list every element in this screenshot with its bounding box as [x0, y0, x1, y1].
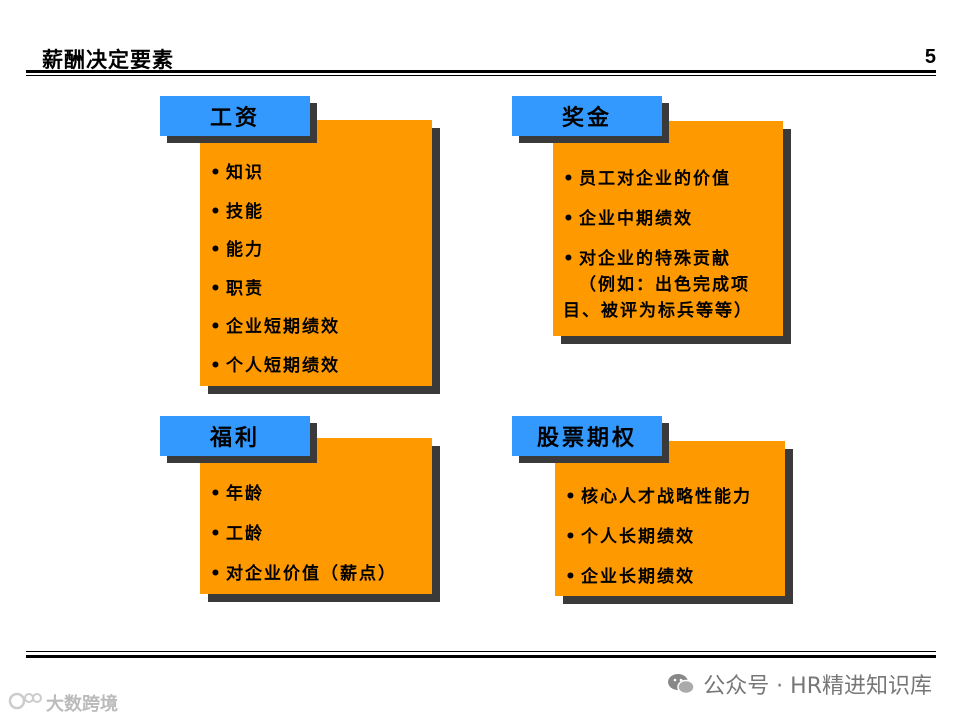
benefits-card: •年龄 •工龄 •对企业价值（薪点）: [200, 438, 432, 594]
list-item-continuation: 目、被评为标兵等等）: [563, 301, 753, 321]
list-item: •员工对企业的价值: [563, 169, 783, 189]
bonus-list: •员工对企业的价值 •企业中期绩效 •对企业的特殊贡献 （例如：出色完成项 目、…: [553, 121, 783, 321]
list-item-text: 工龄: [226, 524, 264, 544]
brand-watermark: 大数跨境: [8, 690, 118, 716]
list-item: •个人长期绩效: [565, 527, 785, 547]
list-item-text: 能力: [226, 240, 264, 260]
wages-list: •知识 •技能 •能力 •职责 •企业短期绩效 •个人短期绩效: [200, 120, 432, 376]
list-item: •能力: [210, 240, 432, 260]
list-item: •个人短期绩效: [210, 356, 432, 376]
list-item-text: 核心人才战略性能力: [581, 487, 752, 507]
top-rule-thick: [26, 70, 936, 73]
list-item: •知识: [210, 163, 432, 183]
bullet-icon: •: [210, 278, 223, 299]
list-item-text: 职责: [226, 278, 264, 299]
stock-options-list: •核心人才战略性能力 •个人长期绩效 •企业长期绩效: [555, 441, 785, 587]
top-rule-thin: [26, 75, 936, 76]
bottom-rule-thick: [26, 655, 936, 658]
wechat-watermark-text: 公众号 · HR精进知识库: [703, 674, 932, 699]
list-item-text: 知识: [226, 163, 264, 183]
bullet-icon: •: [210, 524, 223, 544]
stock-options-card: •核心人才战略性能力 •个人长期绩效 •企业长期绩效: [555, 441, 785, 596]
bullet-icon: •: [210, 317, 223, 337]
list-item: •工龄: [210, 524, 432, 544]
bullet-icon: •: [210, 163, 223, 183]
brand-logo-icon: [8, 691, 42, 716]
list-item-text: 对企业价值（薪点）: [226, 564, 397, 584]
bottom-rule-thin: [26, 651, 936, 652]
list-item-text: 企业长期绩效: [581, 567, 695, 587]
list-item: •企业短期绩效: [210, 317, 432, 337]
benefits-list: •年龄 •工龄 •对企业价值（薪点）: [200, 438, 432, 584]
benefits-label: 福利: [160, 416, 310, 456]
bullet-icon: •: [210, 564, 223, 584]
list-item: •对企业价值（薪点）: [210, 564, 432, 584]
bullet-icon: •: [563, 249, 576, 269]
list-item: •职责: [210, 279, 432, 299]
list-item: •年龄: [210, 484, 432, 504]
wages-label: 工资: [160, 96, 310, 136]
bullet-icon: •: [563, 169, 576, 189]
bullet-icon: •: [563, 209, 576, 229]
list-item-continuation: （例如：出色完成项: [579, 275, 750, 295]
bonus-card: •员工对企业的价值 •企业中期绩效 •对企业的特殊贡献 （例如：出色完成项 目、…: [553, 121, 783, 336]
wechat-watermark: 公众号 · HR精进知识库: [667, 668, 932, 700]
bullet-icon: •: [210, 484, 223, 504]
wechat-icon: [667, 672, 695, 696]
brand-watermark-text: 大数跨境: [46, 694, 118, 715]
list-item-text: 个人短期绩效: [226, 355, 340, 376]
list-item-text: 企业短期绩效: [226, 317, 340, 337]
page-number: 5: [924, 46, 936, 68]
bullet-icon: •: [565, 487, 578, 507]
bullet-icon: •: [210, 355, 223, 376]
list-item: •核心人才战略性能力: [565, 487, 785, 507]
list-item: •企业长期绩效: [565, 567, 785, 587]
list-item-text: 年龄: [226, 484, 264, 504]
page-title: 薪酬决定要素: [42, 48, 174, 72]
bullet-icon: •: [565, 567, 578, 587]
list-item: •企业中期绩效: [563, 209, 783, 229]
bullet-icon: •: [565, 527, 578, 547]
wages-card: •知识 •技能 •能力 •职责 •企业短期绩效 •个人短期绩效: [200, 120, 432, 386]
list-item-text: 个人长期绩效: [581, 527, 695, 547]
list-item: •技能: [210, 202, 432, 222]
list-item-text: 企业中期绩效: [579, 209, 693, 229]
bullet-icon: •: [210, 240, 223, 260]
bullet-icon: •: [210, 201, 223, 222]
list-item-text: 技能: [226, 201, 264, 222]
list-item: •对企业的特殊贡献 （例如：出色完成项 目、被评为标兵等等）: [563, 249, 783, 321]
list-item-text: 员工对企业的价值: [579, 169, 731, 189]
list-item-text: 对企业的特殊贡献: [579, 249, 731, 269]
bonus-label: 奖金: [512, 96, 662, 136]
stock-options-label: 股票期权: [512, 416, 662, 456]
